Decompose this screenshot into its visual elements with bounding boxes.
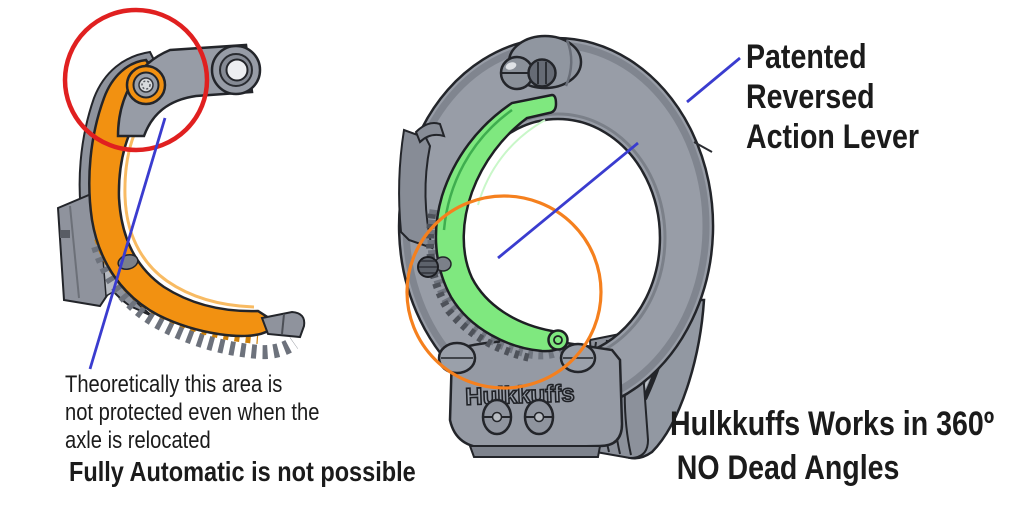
works-360-caption: Hulkkuffs Works in 360º NO Dead Angles	[670, 402, 994, 490]
left-rack-tip-seam	[281, 313, 285, 335]
rivet-ball-highlight	[505, 62, 517, 70]
lever-tip-knob	[547, 329, 569, 351]
left-pivot-thread	[141, 80, 151, 90]
left-note-line2: not protected even when the	[65, 399, 320, 426]
left-pivot-hole	[138, 77, 154, 93]
left-note-line3: axle is relocated	[65, 427, 211, 454]
red-circle-annotation	[62, 7, 210, 153]
patented-line1: Patented	[746, 38, 867, 76]
rivet-center	[491, 411, 503, 423]
left-leader-line	[88, 117, 167, 370]
orange-circle-annotation	[405, 194, 603, 390]
left-arm-eye-hole	[225, 58, 249, 82]
top-cap-edge	[564, 39, 573, 87]
left-caption-text: Fully Automatic is not possible	[69, 456, 416, 487]
right-cuff-assembly: Hulkkuffs	[397, 34, 715, 460]
right-leader-line-lower	[497, 141, 639, 260]
lever-teeth-shadow	[426, 213, 531, 362]
left-rack-teeth-gray	[91, 243, 299, 360]
housing-lip	[468, 445, 602, 458]
left-plate-seam	[69, 205, 80, 299]
rivet-center	[533, 411, 545, 423]
left-plate-bolt	[60, 230, 70, 238]
right-lock-hook	[414, 122, 446, 144]
lever-bolt-hex	[419, 260, 437, 274]
left-note-text: Theoretically this area is not protected…	[65, 371, 319, 455]
right-leader-line-upper	[686, 56, 741, 104]
patented-line2: Reversed	[746, 78, 875, 116]
lever-teeth	[427, 209, 564, 360]
works-360-line1: Hulkkuffs Works in 360º	[670, 405, 995, 443]
lever-tip-hole	[553, 335, 563, 345]
rivet-socket	[527, 58, 557, 88]
patented-line3: Action Lever	[746, 118, 920, 156]
ring-step-seam	[693, 141, 713, 153]
works-360-line2: NO Dead Angles	[676, 449, 900, 487]
left-note-line1: Theoretically this area is	[65, 371, 283, 398]
lever-rim-highlight	[477, 119, 546, 206]
patented-lever-label: Patented Reversed Action Lever	[746, 37, 919, 157]
left-cuff-assembly	[56, 43, 306, 360]
